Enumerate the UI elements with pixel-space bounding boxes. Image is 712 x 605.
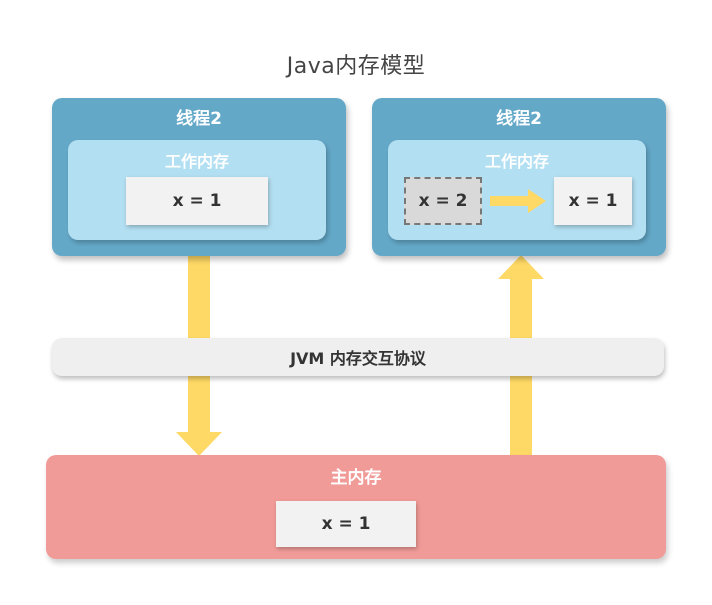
main-memory: 主内存 x = 1: [46, 455, 666, 559]
thread-left-working-memory: 工作内存 x = 1: [68, 140, 326, 240]
thread-right-working-memory: 工作内存 x = 2 x = 1: [388, 140, 646, 240]
thread-right: 线程2 工作内存 x = 2 x = 1: [372, 98, 666, 256]
thread-right-title: 线程2: [496, 109, 542, 129]
update-arrow-icon: [490, 189, 546, 213]
fresh-value-box: x = 1: [554, 177, 632, 225]
working-memory-title: 工作内存: [164, 152, 229, 171]
working-memory-value: x = 1: [126, 177, 268, 225]
diagram-title: Java内存模型: [286, 54, 426, 79]
main-memory-value: x = 1: [276, 501, 416, 547]
thread-left: 线程2 工作内存 x = 1: [52, 98, 346, 256]
working-memory-title: 工作内存: [484, 152, 549, 171]
main-memory-title: 主内存: [330, 468, 382, 488]
stale-value-box: x = 2: [404, 177, 482, 225]
jvm-protocol-bar: JVM 内存交互协议: [52, 338, 664, 376]
thread-left-title: 线程2: [176, 109, 222, 129]
